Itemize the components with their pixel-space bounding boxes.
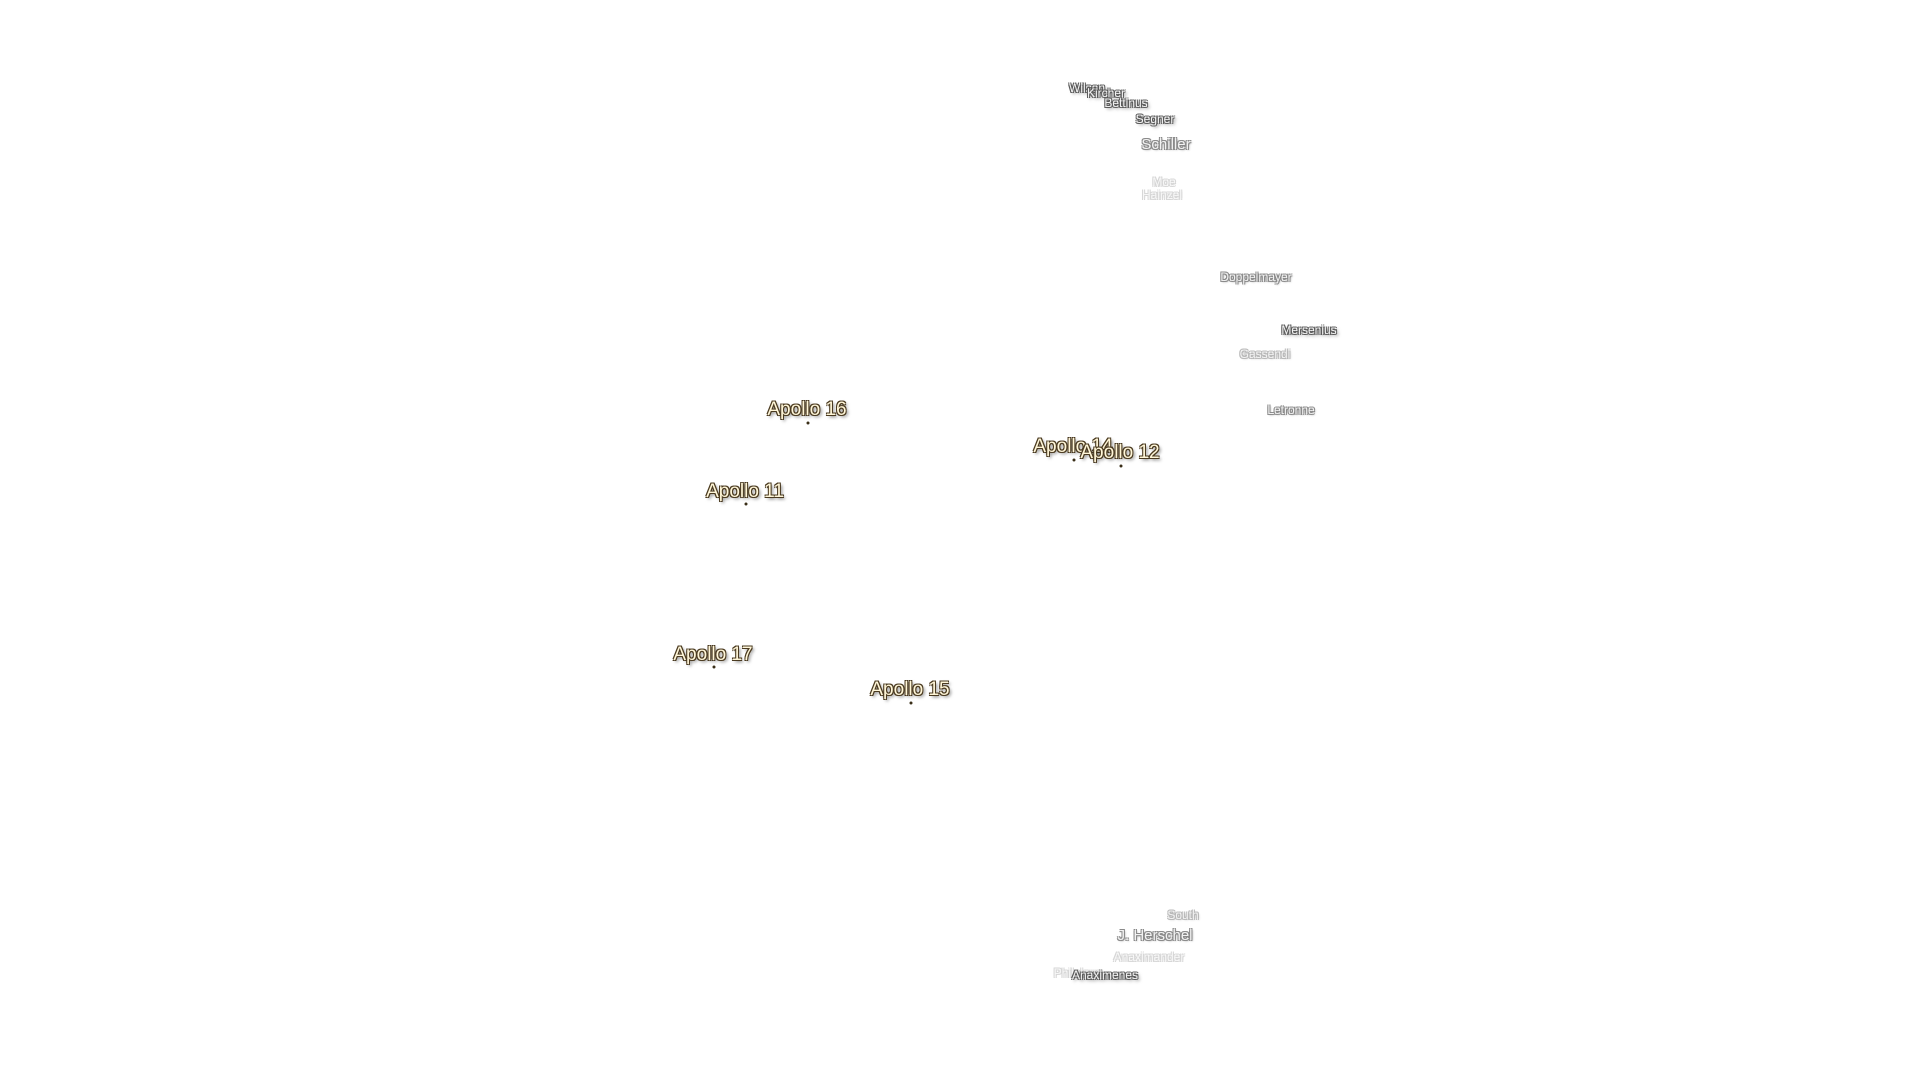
apollo-15-marker[interactable] (909, 701, 913, 705)
label-mersenius[interactable]: Mersenius (1281, 323, 1337, 337)
apollo-16-marker[interactable] (806, 421, 810, 425)
label-apollo-14[interactable]: Apollo 14 (1033, 436, 1113, 457)
apollo-12-marker[interactable] (1119, 464, 1123, 468)
label-j-herschel[interactable]: J. Herschel (1117, 927, 1193, 944)
label-apollo-17[interactable]: Apollo 17 (673, 644, 753, 665)
label-moe[interactable]: Moe (1152, 175, 1176, 189)
label-anaximenes[interactable]: Anaximenes (1071, 968, 1139, 982)
label-hainzel[interactable]: Hainzel (1141, 188, 1183, 202)
label-anaximander[interactable]: Anaximander (1113, 950, 1185, 964)
label-wilson[interactable]: Wilson (1068, 81, 1106, 95)
apollo-17-marker[interactable] (712, 665, 716, 669)
label-apollo-11[interactable]: Apollo 11 (706, 481, 784, 502)
label-apollo-12[interactable]: Apollo 12 (1080, 442, 1160, 463)
label-apollo-15[interactable]: Apollo 15 (870, 679, 950, 700)
label-apollo-16[interactable]: Apollo 16 (767, 399, 847, 420)
label-schiller[interactable]: Schiller (1141, 136, 1191, 153)
label-philolaus[interactable]: Philolaus (1053, 966, 1103, 980)
label-south[interactable]: South (1167, 908, 1199, 922)
label-bettinus[interactable]: Bettinus (1104, 96, 1148, 110)
label-kircher[interactable]: Kircher (1086, 86, 1126, 100)
label-letronne[interactable]: Letronne (1267, 403, 1315, 417)
apollo-11-marker[interactable] (744, 502, 748, 506)
label-doppelmayer[interactable]: Doppelmayer (1220, 270, 1292, 284)
label-segner[interactable]: Segner (1135, 112, 1175, 126)
label-gassendi[interactable]: Gassendi (1239, 347, 1291, 361)
apollo-14-marker[interactable] (1072, 458, 1076, 462)
